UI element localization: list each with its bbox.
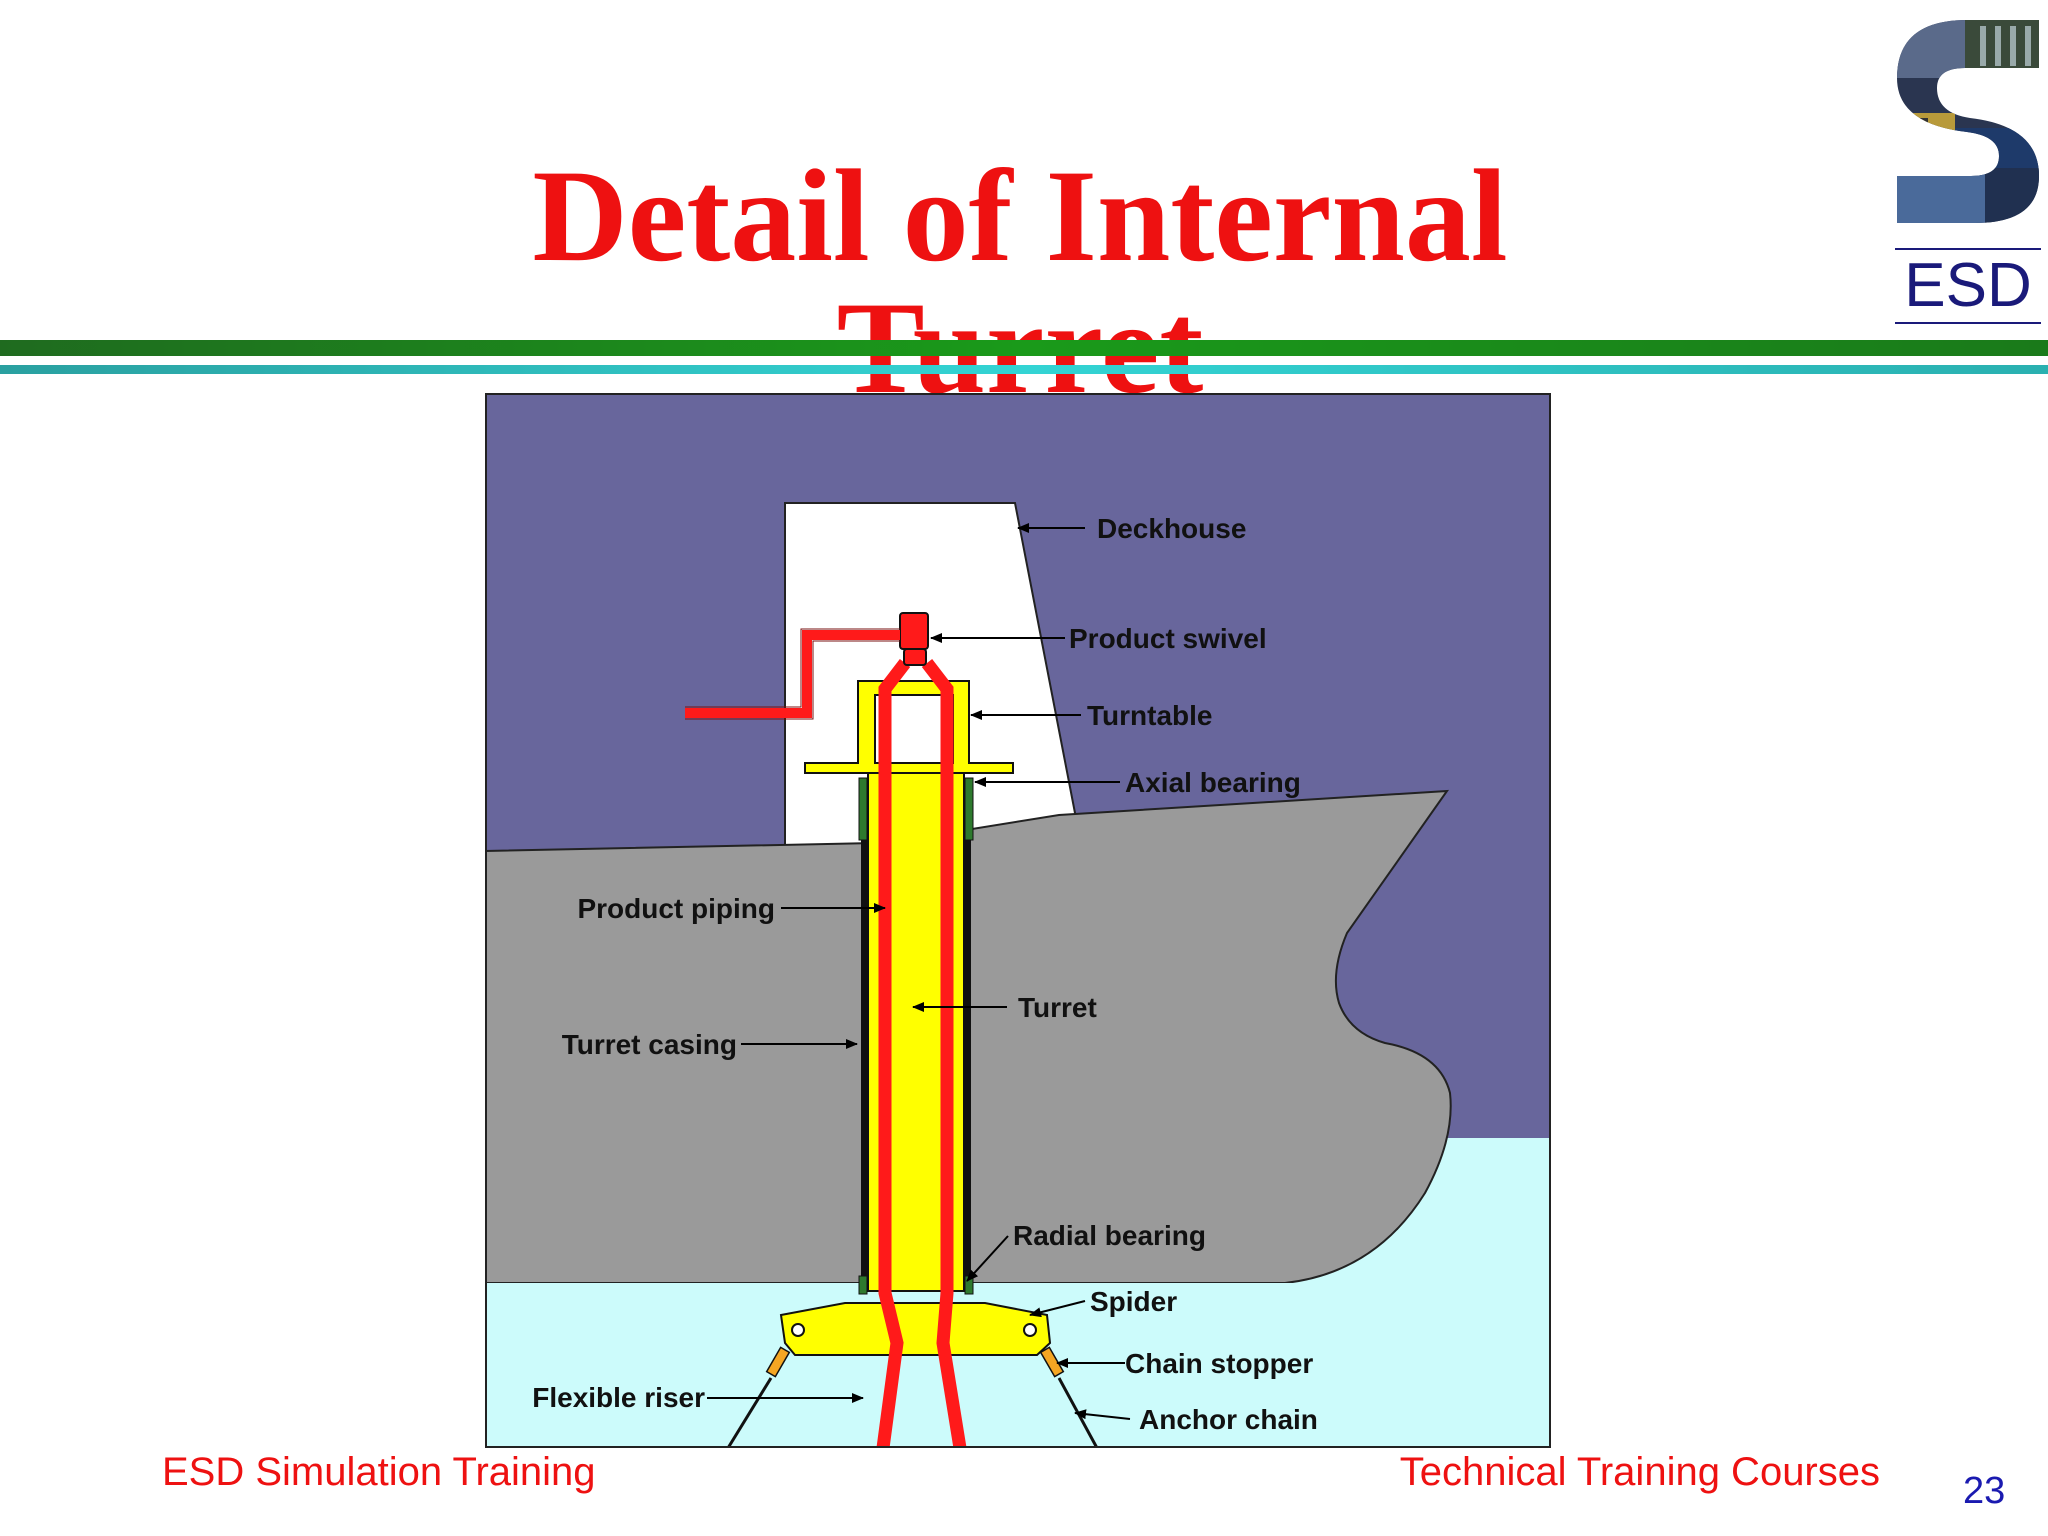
radial-bearing-left [858, 1275, 868, 1295]
footer-left-text: ESD Simulation Training [162, 1450, 596, 1494]
diagram-frame [485, 393, 1551, 1448]
spider-pin-left [791, 1323, 805, 1337]
label-product-swivel: Product swivel [1069, 623, 1267, 654]
label-turret: Turret [1018, 992, 1097, 1023]
header-rule-teal [0, 365, 2048, 374]
page-title: Detail of Internal Turret [532, 142, 1508, 414]
leader-anchor-chain [1074, 1409, 1131, 1420]
label-radial-bearing: Radial bearing [1013, 1220, 1206, 1251]
logo-emblem-icon [1897, 20, 2039, 223]
turret-diagram: Deckhouse Product swivel Turntable Axial… [485, 393, 1551, 1448]
header-rule-green [0, 340, 2048, 356]
label-product-piping: Product piping [577, 893, 775, 924]
product-swivel-lower [903, 648, 927, 666]
spider-pin-right [1023, 1323, 1037, 1337]
logo-text: ESD [1895, 248, 2041, 324]
label-spider: Spider [1090, 1286, 1177, 1317]
label-turntable: Turntable [1087, 700, 1212, 731]
label-anchor-chain: Anchor chain [1139, 1404, 1318, 1435]
turret-casing-right [965, 778, 971, 1288]
product-piping-right [921, 659, 967, 1448]
product-swivel-upper [899, 612, 929, 650]
water-below-hull [485, 1283, 1551, 1448]
label-deckhouse: Deckhouse [1097, 513, 1246, 544]
export-pipe [685, 630, 900, 718]
leader-radial-bearing [966, 1235, 1009, 1282]
axial-bearing-left [858, 777, 868, 841]
label-chain-stopper: Chain stopper [1125, 1348, 1313, 1379]
product-piping-left [876, 659, 911, 1448]
footer-right-text: Technical Training Courses [1399, 1450, 1880, 1494]
chain-stopper-left [765, 1346, 791, 1378]
turret-casing-left [861, 778, 867, 1288]
export-pipe-outline [685, 628, 900, 720]
label-turret-casing: Turret casing [562, 1029, 737, 1060]
axial-bearing-right [964, 777, 974, 841]
label-axial-bearing: Axial bearing [1125, 767, 1301, 798]
page-number: 23 [1963, 1470, 2006, 1512]
spider-shape [779, 1302, 1052, 1356]
leader-spider [1029, 1300, 1086, 1318]
anchor-chain-left [726, 1377, 773, 1448]
label-flexible-riser: Flexible riser [532, 1382, 705, 1413]
